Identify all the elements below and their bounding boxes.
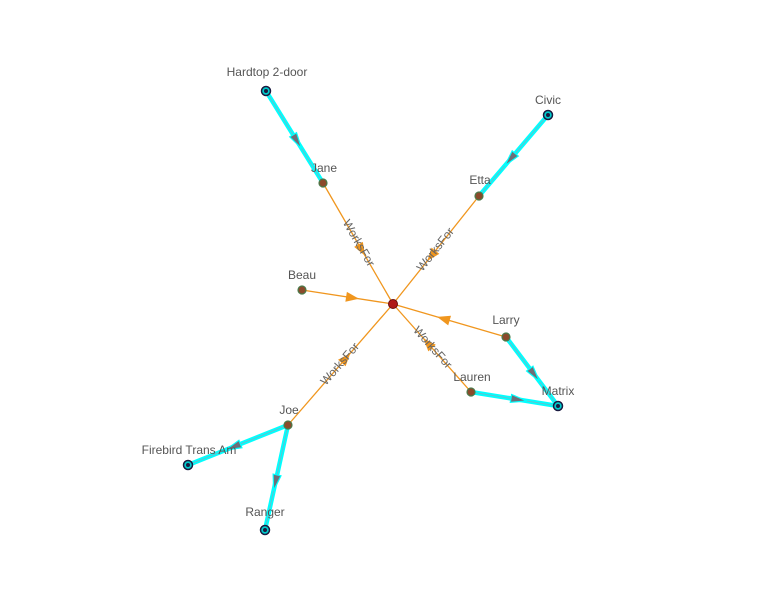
node-firebird[interactable] — [182, 459, 194, 471]
node-label-etta: Etta — [469, 173, 491, 187]
edge-label-worksfor: WorksFor — [414, 225, 457, 274]
node-jane[interactable] — [318, 178, 328, 188]
node-joe[interactable] — [283, 420, 293, 430]
node-center[interactable] — [388, 299, 398, 309]
node-civic[interactable] — [542, 109, 554, 121]
node-lauren[interactable] — [466, 387, 476, 397]
owns-arrowhead — [504, 149, 520, 167]
car-node-core — [263, 528, 267, 532]
node-hardtop[interactable] — [260, 85, 272, 97]
edge-label-worksfor: WorksFor — [340, 217, 378, 269]
node-label-civic: Civic — [535, 93, 561, 107]
person-node-circle[interactable] — [297, 285, 307, 295]
works-for-edge-line[interactable] — [392, 195, 480, 305]
edge-beau-center[interactable] — [301, 289, 394, 305]
node-label-lauren: Lauren — [453, 370, 490, 384]
node-label-hardtop: Hardtop 2-door — [227, 65, 308, 79]
edge-civic-etta[interactable] — [476, 112, 551, 199]
edge-joe-ranger[interactable] — [262, 422, 291, 533]
edge-joe-center[interactable]: WorksFor — [287, 303, 394, 426]
node-label-larry: Larry — [492, 313, 519, 327]
owns-arrowhead — [288, 131, 303, 149]
node-label-jane: Jane — [311, 161, 337, 175]
person-node-circle[interactable] — [466, 387, 476, 397]
edge-etta-center[interactable]: WorksFor — [392, 195, 480, 305]
works-for-arrowhead — [423, 338, 436, 352]
edge-joe-firebird[interactable] — [185, 422, 291, 468]
nodes-layer — [182, 85, 564, 536]
works-for-arrowhead — [437, 315, 452, 326]
owns-arrowhead — [272, 473, 282, 491]
car-node-core — [556, 404, 560, 408]
node-label-ranger: Ranger — [245, 505, 284, 519]
works-for-edge-line[interactable] — [322, 182, 394, 305]
works-for-arrowhead — [427, 247, 440, 261]
node-larry[interactable] — [501, 332, 511, 342]
person-node-circle[interactable] — [318, 178, 328, 188]
node-beau[interactable] — [297, 285, 307, 295]
node-matrix[interactable] — [552, 400, 564, 412]
car-node-core — [546, 113, 550, 117]
edge-label-worksfor: WorksFor — [410, 323, 455, 371]
edge-jane-center[interactable]: WorksFor — [322, 182, 394, 305]
owns-arrowhead — [509, 393, 527, 404]
person-node-circle[interactable] — [501, 332, 511, 342]
edge-larry-matrix[interactable] — [503, 334, 561, 409]
works-for-arrowhead — [338, 353, 351, 367]
car-node-core — [186, 463, 190, 467]
edge-lauren-matrix[interactable] — [468, 389, 561, 409]
node-label-beau: Beau — [288, 268, 316, 282]
works-for-edge-line[interactable] — [287, 303, 394, 426]
edge-larry-center[interactable] — [392, 303, 507, 338]
owns-arrowhead — [525, 365, 540, 382]
person-node-circle[interactable] — [474, 191, 484, 201]
node-ranger[interactable] — [259, 524, 271, 536]
edge-label-worksfor: WorksFor — [317, 340, 362, 388]
node-label-firebird: Firebird Trans Am — [142, 443, 237, 457]
owns-arrowhead — [225, 439, 243, 451]
center-node-circle[interactable] — [388, 299, 398, 309]
edge-hardtop-jane[interactable] — [263, 88, 326, 186]
node-label-joe: Joe — [279, 403, 299, 417]
works-for-arrowhead — [345, 291, 359, 302]
node-label-matrix: Matrix — [542, 384, 575, 398]
car-node-core — [264, 89, 268, 93]
works-for-arrowhead — [354, 241, 366, 256]
node-etta[interactable] — [474, 191, 484, 201]
person-node-circle[interactable] — [283, 420, 293, 430]
